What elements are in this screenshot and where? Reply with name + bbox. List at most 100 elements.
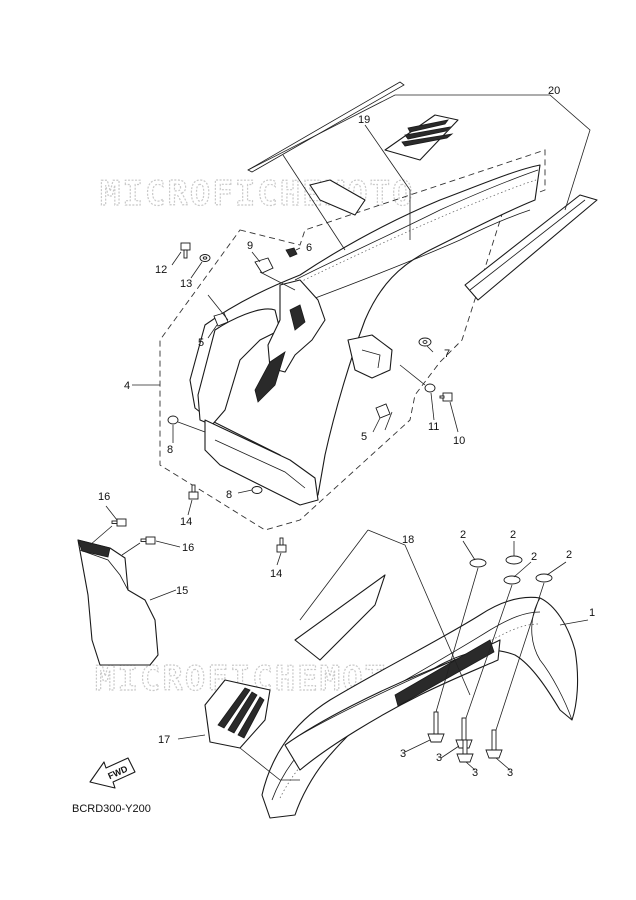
leader-14-left <box>187 499 193 516</box>
claw-17-2 <box>227 691 258 734</box>
rear-fender-top-decal-lower <box>309 179 366 216</box>
rear-fender-assembly <box>159 81 598 531</box>
leader-16-right <box>155 540 181 548</box>
callout-11: 11 <box>428 421 439 433</box>
decal-18-leader <box>299 529 471 696</box>
claw-mark-1 <box>407 119 449 133</box>
leader-bracket-to-10 <box>399 364 426 386</box>
leader-2 <box>462 540 567 578</box>
rear-fender-side-decal <box>464 194 598 301</box>
washer-2-b <box>505 555 523 565</box>
bolt-12 <box>180 242 191 259</box>
claw-mark-3 <box>401 133 454 147</box>
leader-6 <box>295 247 301 251</box>
leader-11 <box>430 392 435 421</box>
screw-16-right <box>140 536 156 545</box>
callout-9: 9 <box>247 240 253 252</box>
callout-2-d: 2 <box>566 549 572 561</box>
washer-2-d <box>535 573 553 583</box>
leader-16-top <box>105 505 118 521</box>
callout-14-left: 14 <box>180 516 192 528</box>
nut-6 <box>285 247 298 258</box>
callout-3-d: 3 <box>507 767 513 779</box>
front-fender-top-decal <box>294 574 386 661</box>
callout-5-left: 5 <box>198 337 204 349</box>
rear-fender-lower-edge <box>214 439 306 489</box>
screw-16-top <box>111 518 127 527</box>
callout-20: 20 <box>548 85 560 97</box>
bolt-alignment-lines <box>435 567 545 731</box>
callout-17: 17 <box>158 734 170 746</box>
grommet-5-right <box>375 403 391 419</box>
rear-fender <box>189 164 541 501</box>
washer-8-left <box>167 415 179 425</box>
mud-flap <box>77 539 159 666</box>
callout-8-left: 8 <box>167 444 173 456</box>
callout-5-right: 5 <box>361 431 367 443</box>
rear-fender-lower-flap <box>204 419 319 506</box>
callout-18: 18 <box>402 534 414 546</box>
bolt-3-d <box>485 729 503 759</box>
mud-flap-mount-top <box>77 539 111 558</box>
leader-10 <box>449 401 459 433</box>
leader-15 <box>149 589 177 601</box>
diagram-code: BCRD300-Y200 <box>72 803 151 815</box>
leader-8-bottom <box>237 489 253 494</box>
callout-12: 12 <box>155 264 167 276</box>
decal-19-leader-b <box>282 154 346 251</box>
bolt-3-c <box>456 739 474 763</box>
decal-20-leader <box>247 94 591 211</box>
leader-1 <box>559 619 589 626</box>
rear-fender-crest <box>294 169 539 281</box>
leader-3 <box>404 739 511 771</box>
front-fender-decal-band <box>394 639 495 707</box>
front-fender-assembly <box>177 529 589 819</box>
mud-flap-assembly <box>77 505 181 666</box>
callout-2-a: 2 <box>460 529 466 541</box>
callout-19: 19 <box>358 114 370 126</box>
callout-8-bottom: 8 <box>226 489 232 501</box>
decal-19-leader <box>364 124 411 240</box>
callout-6: 6 <box>306 242 312 254</box>
leader-14-bottom <box>276 552 282 566</box>
washer-11 <box>424 383 436 393</box>
washer-2-group <box>462 540 567 585</box>
leader-9-to-fender <box>259 271 296 291</box>
callout-2-b: 2 <box>510 529 516 541</box>
leader-8-left <box>172 421 206 443</box>
bolt-3-group <box>404 567 545 771</box>
leader-13 <box>190 261 203 279</box>
bolt-14-bottom <box>276 537 287 553</box>
washer-2-a <box>469 558 487 568</box>
bolt-10 <box>439 392 453 402</box>
claw-17-1 <box>217 687 251 729</box>
leader-5-right <box>372 411 393 433</box>
bolt-3-a <box>427 711 445 743</box>
leader-7 <box>426 345 434 353</box>
rear-fender-rib <box>309 209 531 301</box>
callout-2-c: 2 <box>531 551 537 563</box>
rear-fender-tail-light-recess <box>254 351 286 403</box>
callout-4: 4 <box>124 380 130 392</box>
callout-16-top: 16 <box>98 491 110 503</box>
washer-2-c <box>503 575 521 585</box>
callout-3-b: 3 <box>436 752 442 764</box>
clip-9 <box>254 257 274 274</box>
callout-16-right: 16 <box>182 542 194 554</box>
bolt-14-left <box>188 484 199 500</box>
callout-7: 7 <box>444 348 450 360</box>
rear-fender-pinstripe <box>247 81 405 173</box>
mud-flap-fold <box>79 549 129 591</box>
callout-3-c: 3 <box>472 767 478 779</box>
callout-1: 1 <box>589 607 595 619</box>
callout-15: 15 <box>176 585 188 597</box>
mud-flap-mount-leaders <box>89 525 141 556</box>
fwd-arrow: FWD <box>89 757 136 789</box>
claw-17-3 <box>237 696 265 739</box>
leader-9 <box>251 251 261 263</box>
rear-fender-stitch <box>299 179 537 283</box>
callout-13: 13 <box>180 278 192 290</box>
rear-fender-hardware <box>132 242 459 566</box>
claw-mark-2 <box>404 126 452 140</box>
